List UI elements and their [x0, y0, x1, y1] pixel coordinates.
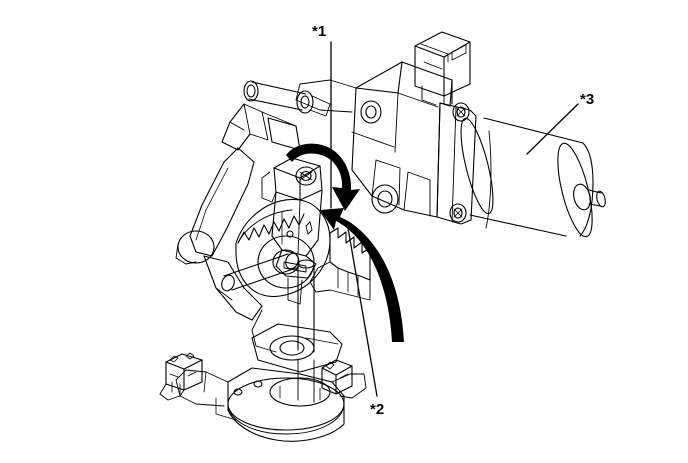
callout-leader-lines — [330, 41, 579, 397]
callout-2-label: *2 — [370, 401, 385, 418]
gear-engage-arrow — [320, 208, 404, 342]
left-wire-connector — [159, 352, 203, 401]
reduction-gear-housing — [295, 61, 453, 218]
lock-lever-release-arrow — [286, 143, 360, 211]
callout-2-leader — [347, 227, 378, 397]
electric-power-steering-motor — [460, 117, 606, 238]
tilt-lever-with-knob — [175, 147, 299, 321]
callout-1-label: *1 — [312, 23, 327, 40]
line-art-drawing — [159, 31, 606, 442]
callout-3-leader — [526, 103, 579, 155]
motor-connector-block — [414, 31, 471, 106]
right-wire-connector — [321, 359, 353, 395]
callout-3-label: *3 — [580, 91, 595, 108]
motion-arrows — [286, 143, 404, 342]
lower-mounting-bracket — [175, 323, 367, 442]
steering-column-shaft — [251, 259, 315, 353]
